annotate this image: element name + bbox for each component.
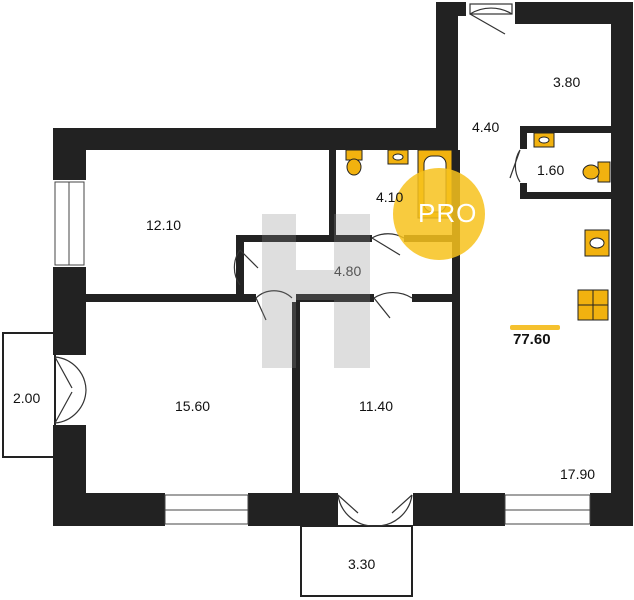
- room-area-hall-top: 3.80: [553, 74, 581, 90]
- watermark-badge: [393, 168, 485, 260]
- total-area-accent: [510, 325, 560, 330]
- walls: [53, 2, 633, 526]
- room-area-bedroom-top: 12.10: [146, 217, 182, 233]
- windows: [54, 181, 591, 525]
- room-area-bathroom: 4.10: [376, 189, 404, 205]
- total-area: 77.60: [513, 331, 551, 348]
- room-area-balcony-left: 2.00: [13, 390, 41, 406]
- room-area-bedroom-left: 15.60: [175, 398, 211, 414]
- room-area-kitchen-living: 17.90: [560, 466, 596, 482]
- watermark-logo: [262, 214, 370, 368]
- room-area-bedroom-center: 11.40: [359, 398, 393, 414]
- watermark-text: PRO: [418, 198, 478, 228]
- room-area-hall-center: 4.80: [334, 263, 362, 279]
- room-area-balcony-bottom: 3.30: [348, 556, 376, 572]
- room-area-corridor: 4.40: [472, 119, 500, 135]
- room-area-toilet: 1.60: [537, 162, 565, 178]
- balconies: [2, 332, 413, 597]
